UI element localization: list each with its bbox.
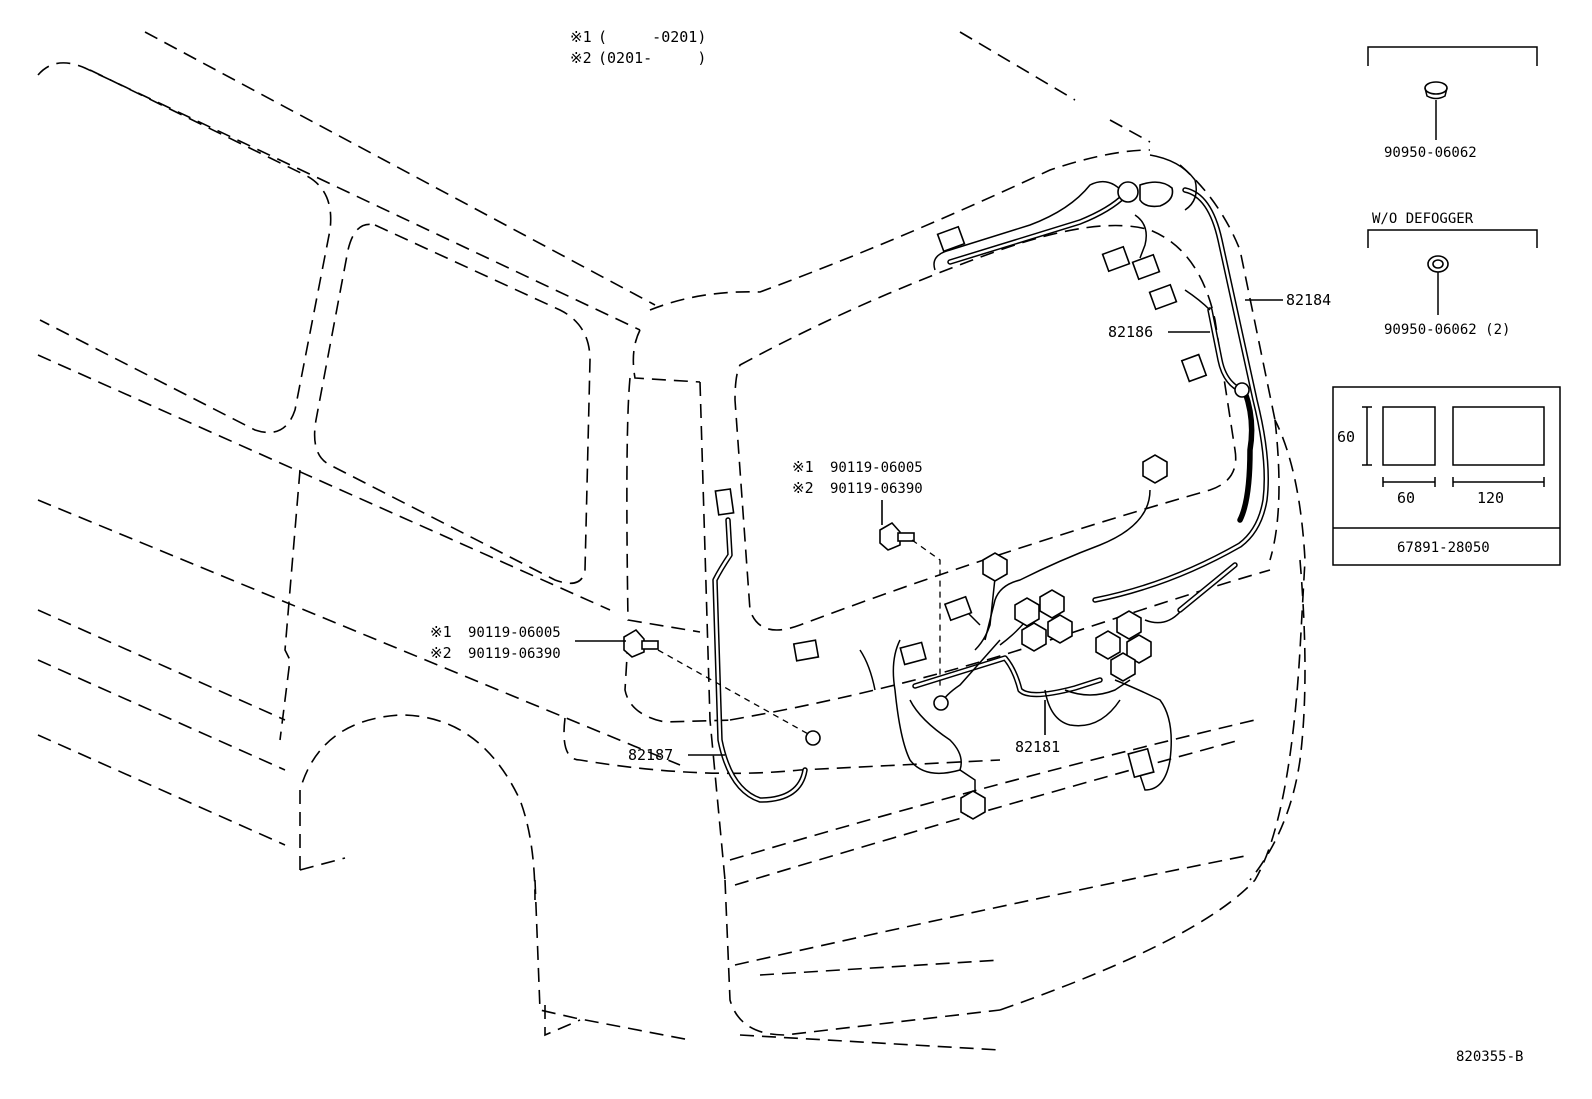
plug-wo-defogger-part: 90950-06062 (2) [1384,322,1510,338]
connector [1148,283,1178,311]
bolt-left-v2-part: 90119-06390 [468,646,561,662]
wo-defogger-title: W/O DEFOGGER [1372,211,1474,227]
plug-single-part: 90950-06062 [1384,145,1477,161]
connector [714,488,735,516]
bolt-upper-labels: ※1 90119-06005 ※2 90119-06390 [792,458,923,497]
label-height: 60 [1337,428,1355,446]
leader-lines [575,299,1283,756]
connector [1021,622,1047,652]
bolt-left-v1-part: 90119-06005 [468,625,561,641]
part-label-82184: 82184 [1286,291,1331,309]
connector [792,639,820,662]
note1-text: ( -0201) [598,28,706,46]
harness-82181 [859,489,1238,795]
connector [1047,614,1073,644]
connector [1142,454,1168,484]
figure-id: 820355-B [1456,1049,1523,1065]
bolt-upper-v2-part: 90119-06390 [830,481,923,497]
connector [960,790,986,820]
connectors [714,181,1250,820]
connector [1039,589,1065,619]
connector [1110,652,1136,682]
connector [1180,353,1208,383]
connector [943,595,973,622]
part-label-82186: 82186 [1108,323,1153,341]
label-width-small: 60 [1397,489,1415,507]
label-sheet-part: 67891-28050 [1397,540,1490,556]
bolt-upper [879,521,941,690]
bolt-left [623,628,811,736]
clamp [1234,382,1250,398]
note2-mark: ※2 [570,49,592,67]
grommet [1139,181,1174,208]
connector [1101,245,1131,273]
version-notes: ※1 ( -0201) ※2 (0201- ) [570,28,706,67]
connector [982,552,1008,582]
harness-82187 [712,517,808,803]
bolt-upper-v2-mark: ※2 [792,479,814,497]
bolt-left-v1-mark: ※1 [430,623,452,641]
grommet [1117,181,1139,203]
bolt-left-v2-mark: ※2 [430,644,452,662]
clamp-c [805,730,821,746]
label-width-large: 120 [1477,489,1504,507]
note1-mark: ※1 [570,28,592,46]
connector [1131,253,1161,281]
connector [936,225,966,253]
inset-label-sheet: 60 60 120 67891-28050 [1332,386,1561,566]
bolt-upper-v1-mark: ※1 [792,458,814,476]
harness-82184 [1092,154,1269,603]
connector [1127,747,1155,779]
part-label-82181: 82181 [1015,738,1060,756]
inset-plug-single: 90950-06062 [1367,46,1538,161]
connector [1014,597,1040,627]
inset-plug-wo-defogger: W/O DEFOGGER 90950-06062 (2) [1367,211,1538,338]
bolt-left-labels: ※1 90119-06005 ※2 90119-06390 [430,623,561,662]
connector [1116,610,1142,640]
note2-text: (0201- ) [598,49,706,67]
part-label-82187: 82187 [628,746,673,764]
bolt-upper-v1-part: 90119-06005 [830,460,923,476]
clamp-c [933,695,949,711]
connector [1095,630,1121,660]
connector [899,641,927,666]
